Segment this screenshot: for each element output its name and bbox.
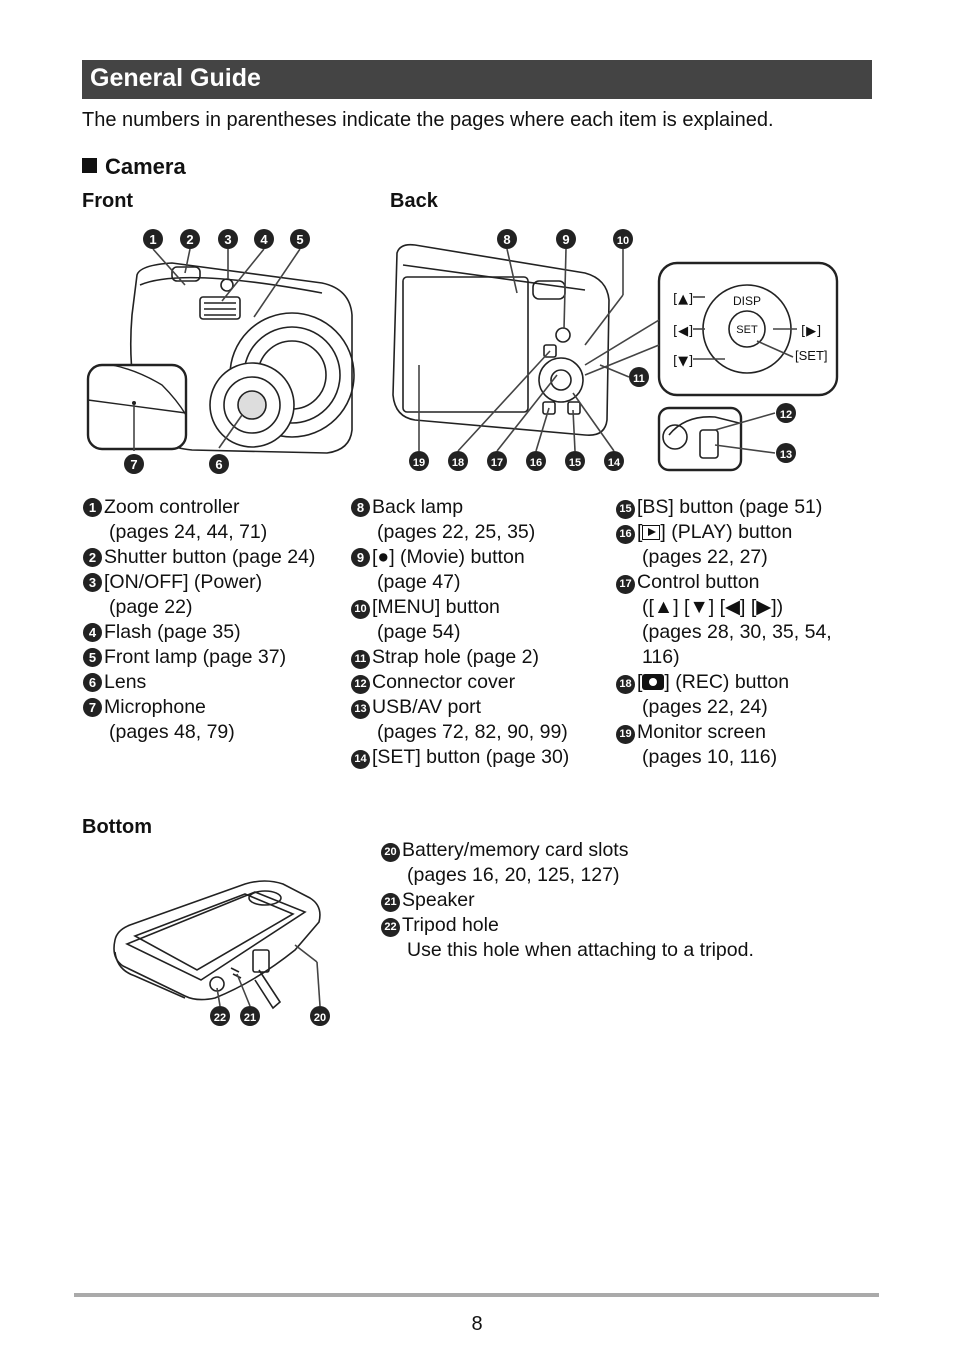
- svg-text:15: 15: [569, 457, 581, 469]
- camera-icon: [642, 674, 665, 690]
- svg-text:2: 2: [186, 232, 193, 247]
- list-item: 9[●] (Movie) button(page 47): [351, 545, 525, 595]
- intro-text: The numbers in parentheses indicate the …: [82, 109, 774, 131]
- back-label: Back: [390, 190, 438, 212]
- back-callouts: 8 9 10 11 12 13 14 15 16 17 18 19: [409, 229, 796, 471]
- page-number: 8: [471, 1313, 483, 1335]
- svg-text:[▶]: [▶]: [801, 324, 821, 339]
- svg-text:9: 9: [562, 232, 569, 247]
- bottom-label: Bottom: [82, 816, 152, 838]
- svg-text:5: 5: [296, 232, 303, 247]
- svg-text:14: 14: [608, 457, 621, 469]
- svg-text:DISP: DISP: [733, 294, 761, 308]
- svg-text:1: 1: [149, 232, 156, 247]
- svg-text:17: 17: [491, 457, 503, 469]
- svg-text:[▲]: [▲]: [673, 292, 693, 307]
- svg-text:19: 19: [413, 457, 425, 469]
- camera-front-illustration: 1 2 3 4 5 6 7: [86, 229, 355, 474]
- svg-text:8: 8: [503, 232, 510, 247]
- svg-text:SET: SET: [736, 324, 758, 336]
- list-item: 10[MENU] button(page 54): [351, 595, 500, 645]
- footer-divider: [74, 1293, 879, 1297]
- svg-text:4: 4: [260, 232, 268, 247]
- svg-text:16: 16: [530, 457, 542, 469]
- svg-text:21: 21: [244, 1012, 256, 1024]
- svg-text:13: 13: [780, 449, 792, 461]
- camera-bottom-illustration: 22 21 20: [113, 880, 330, 1026]
- play-icon: [642, 525, 661, 540]
- page-title: General Guide: [90, 64, 261, 92]
- svg-text:10: 10: [617, 235, 629, 247]
- svg-text:3: 3: [224, 232, 231, 247]
- svg-text:18: 18: [452, 457, 464, 469]
- svg-text:11: 11: [633, 373, 645, 385]
- svg-text:[▼]: [▼]: [673, 354, 693, 369]
- svg-text:[◀]: [◀]: [673, 324, 693, 339]
- list-item: 14[SET] button (page 30): [351, 745, 569, 770]
- svg-text:7: 7: [130, 457, 137, 472]
- front-callouts: 1 2 3 4 5 6 7: [124, 229, 310, 474]
- list-item: 3[ON/OFF] (Power)(page 22): [83, 570, 262, 620]
- list-item: 18[] (REC) button(pages 22, 24): [616, 670, 789, 720]
- bottom-callouts: 22 21 20: [210, 1006, 330, 1026]
- svg-text:[SET]: [SET]: [795, 348, 828, 363]
- camera-back-illustration: DISP SET [▲] [◀] [▼] [▶] [SET] 8 9 10 11…: [392, 229, 839, 472]
- list-item: 16[] (PLAY) button(pages 22, 27): [616, 520, 792, 570]
- svg-text:6: 6: [215, 457, 222, 472]
- svg-text:20: 20: [314, 1012, 326, 1024]
- camera-heading: Camera: [82, 154, 186, 180]
- square-bullet-icon: [82, 158, 97, 173]
- svg-text:22: 22: [214, 1012, 226, 1024]
- front-label: Front: [82, 190, 134, 212]
- list-item: 15[BS] button (page 51): [616, 495, 822, 520]
- section-header: General Guide: [82, 60, 872, 99]
- svg-text:12: 12: [780, 409, 792, 421]
